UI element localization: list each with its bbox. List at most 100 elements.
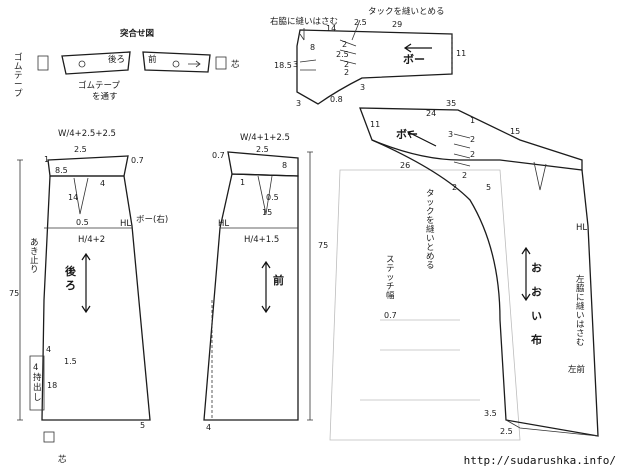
back-name-bottom: ろ	[65, 279, 76, 292]
grain-arrow-icon	[407, 130, 437, 147]
bow-name: ボー	[403, 52, 425, 66]
assembly-thread-line2: を通す	[92, 91, 118, 102]
dim-label: 8.5	[55, 166, 68, 175]
length-dim-line	[17, 159, 23, 421]
front-name: 前	[273, 273, 284, 287]
back-core-label: 芯	[58, 454, 67, 465]
arrow-right-icon	[188, 60, 201, 68]
front-hip-formula: H/4+1.5	[244, 235, 279, 245]
stitch-label: ステッチ幅	[386, 255, 395, 301]
placket	[29, 355, 45, 411]
grain-arrow-icon	[403, 43, 432, 53]
front-waistband	[227, 151, 299, 177]
back-opening-label: あき止り	[30, 238, 39, 275]
dim-label: 2	[462, 171, 467, 180]
bow-tuck-label: タックを縫いとめる	[368, 6, 445, 17]
assembly-diagram: 突合せ図 後ろ 前 ゴムテープ ゴムテープ を通す 芯	[14, 28, 240, 102]
overlay-body-outline	[371, 139, 599, 437]
dim-label: 2.5	[500, 427, 513, 436]
assembly-back-band	[61, 51, 131, 75]
bow-piece: ボー 右脇に縫いはさむ タックを縫いとめる 14 2.5 29 11 8 18.…	[270, 6, 466, 108]
back-bow-right-label: ボー(右)	[136, 214, 168, 225]
dim-label: 1.5	[64, 357, 77, 366]
tuck-marks	[453, 133, 471, 167]
grain-arrow-icon	[261, 260, 271, 314]
assembly-back-label: 後ろ	[108, 54, 125, 65]
dim-label: 2	[470, 150, 475, 159]
overlay-dart	[533, 161, 547, 191]
dim-label: 0.8	[330, 95, 343, 104]
dim-label: 2	[470, 135, 475, 144]
dim-label: 8	[282, 161, 287, 170]
dim-label: 4	[46, 345, 51, 354]
pointer-line	[299, 28, 305, 41]
stitch-value: 0.7	[384, 311, 397, 320]
dim-label: 14	[326, 24, 336, 33]
front-dart	[257, 175, 273, 215]
dim-label: 2.5	[354, 18, 367, 27]
grain-arrow-icon	[521, 246, 531, 302]
assembly-core-label: 芯	[231, 59, 240, 70]
overlay-tuck-label: タックを縫いとめる	[426, 189, 435, 271]
front-waist-formula: W/4+1+2.5	[240, 133, 290, 143]
dim-label: 2.5	[256, 145, 269, 154]
stitch-width: ステッチ幅 0.7	[384, 255, 397, 320]
dim-label: 11	[456, 49, 466, 58]
assembly-thread-line1: ゴムテープ	[78, 80, 120, 91]
dim-label: 3.5	[484, 409, 497, 418]
tuck-marks-left	[299, 59, 317, 71]
back-hip-formula: H/4+2	[78, 235, 105, 245]
dim-label: 26	[400, 161, 410, 170]
assembly-title: 突合せ図	[120, 28, 154, 39]
length-dim-line	[307, 151, 313, 421]
overlay-panel: ボー おおい布 HL タックを縫いとめる 左脇に縫いはさむ 左前 35 24 1…	[329, 99, 599, 441]
dim-label: 14	[68, 193, 78, 202]
bow-right-side-label: 右脇に縫いはさむ	[270, 16, 338, 27]
assembly-front-label: 前	[148, 54, 157, 65]
dim-label: 2	[342, 40, 347, 49]
back-waist-formula: W/4+2.5+2.5	[58, 129, 116, 139]
hook-mark	[37, 55, 49, 71]
overlay-name: おおい布	[530, 262, 543, 346]
dim-label: 3	[293, 60, 298, 69]
dim-label: 0.7	[131, 156, 144, 165]
front-panel: 前 W/4+1+2.5 H/4+1.5 HL 75 0.7 2.5 8 1 0.…	[203, 133, 328, 432]
assembly-front-band	[142, 51, 211, 73]
dim-label: 0.5	[266, 193, 279, 202]
dim-label: 2	[452, 183, 457, 192]
dim-label: 35	[446, 99, 456, 108]
hook-mark	[215, 56, 227, 70]
dim-label: 4	[206, 423, 211, 432]
hem-line	[505, 419, 599, 437]
dim-label: 3	[448, 130, 453, 139]
dim-label: 2	[344, 68, 349, 77]
back-dart	[73, 177, 89, 215]
dim-label: 1	[44, 155, 49, 164]
dim-label: 15	[262, 208, 272, 217]
dim-label: 0.7	[212, 151, 225, 160]
dim-label: 2.5	[74, 145, 87, 154]
dim-label: 2	[344, 60, 349, 69]
front-hl-label: HL	[218, 219, 229, 229]
ghost-outline	[329, 169, 521, 441]
dim-label: 1	[470, 116, 475, 125]
tuck-marks	[339, 39, 357, 65]
bow-outline	[296, 29, 453, 105]
dim-label: 1	[240, 178, 245, 187]
pointer-line	[351, 19, 361, 41]
dim-label: 11	[370, 120, 380, 129]
dim-label: 5	[486, 183, 491, 192]
dim-label: 18	[47, 381, 57, 390]
dim-label: 0.5	[76, 218, 89, 227]
dim-label: 18.5	[274, 61, 292, 70]
hook-mark	[43, 431, 55, 443]
dim-label: 15	[510, 127, 520, 136]
button-mark	[78, 60, 86, 68]
watermark-url: http://sudarushka.info/	[463, 454, 616, 467]
overlay-left-front: 左前	[568, 364, 586, 375]
overlay-left-side-label: 左脇に縫いはさむ	[576, 274, 585, 348]
assembly-elastic-label: ゴムテープ	[14, 52, 23, 99]
